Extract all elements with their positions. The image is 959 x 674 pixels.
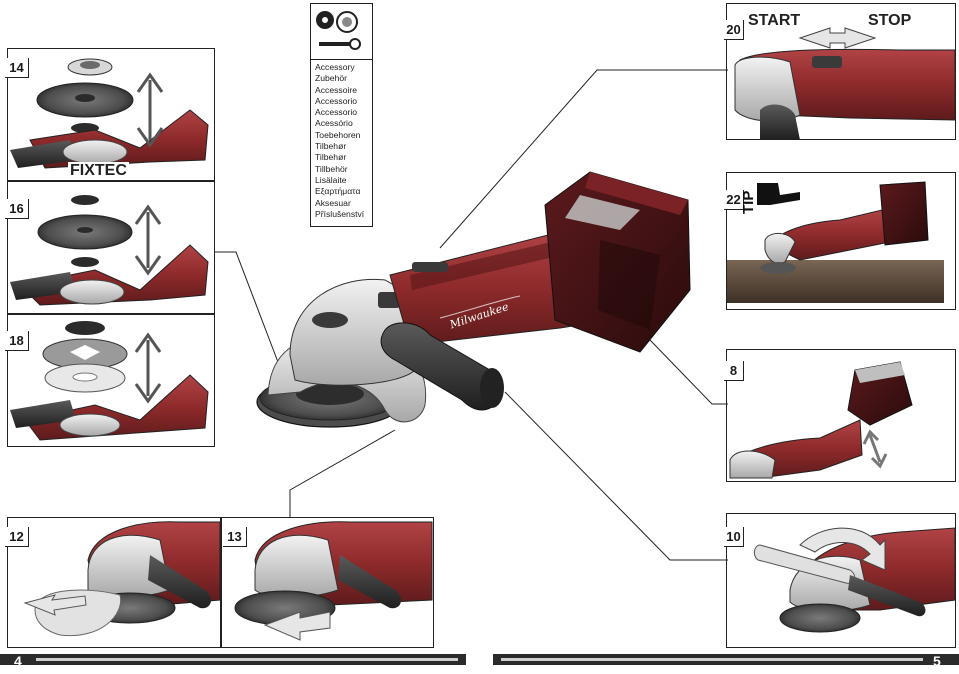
figure-number-12: 12 xyxy=(5,527,29,547)
fig13-art xyxy=(234,521,433,641)
figure-number-16: 16 xyxy=(5,199,29,219)
figure-18-panel xyxy=(7,314,215,447)
figure-number-20: 20 xyxy=(724,20,744,40)
leader-lines xyxy=(214,69,728,561)
lang-item: Tilbehør xyxy=(315,141,347,152)
lang-item: Accessorio xyxy=(315,107,358,118)
figure-13-panel xyxy=(221,517,434,648)
lang-item: Aksesuar xyxy=(315,197,351,208)
figure-number-14: 14 xyxy=(5,58,29,78)
lang-item: Acessório xyxy=(315,118,353,129)
lang-item: Accessorio xyxy=(315,95,358,106)
figure-20-panel xyxy=(726,3,956,140)
accessory-box: Accessory Zubehör Accessoire Accessorio … xyxy=(310,3,373,227)
lang-item: Tillbehör xyxy=(315,163,348,174)
start-label: START xyxy=(748,12,801,29)
lang-item: Toebehoren xyxy=(315,129,361,140)
fig12-art xyxy=(23,521,221,637)
figure-8-panel xyxy=(726,349,956,482)
figure-number-10: 10 xyxy=(724,527,744,547)
figure-22-panel xyxy=(726,172,956,310)
fig20-art xyxy=(734,27,956,140)
figure-number-8: 8 xyxy=(724,361,744,381)
page-number-right: 5 xyxy=(933,653,941,669)
figure-number-13: 13 xyxy=(223,527,247,547)
fig14-art xyxy=(10,58,209,169)
footer-bar-right xyxy=(493,654,959,665)
pointing-hand-icon xyxy=(757,183,800,205)
fig10-art xyxy=(753,527,956,633)
fig16-art xyxy=(10,195,209,306)
figure-10-panel xyxy=(726,513,956,648)
fixtec-label: FIXTEC xyxy=(68,162,129,180)
lang-item: Accessory xyxy=(315,62,355,72)
figure-number-22: 22 xyxy=(724,190,744,210)
lang-item: Příslušenství xyxy=(315,208,365,219)
figure-14-panel xyxy=(7,48,215,181)
accessory-icon-area xyxy=(311,4,372,60)
lang-item: Zubehör xyxy=(315,73,348,84)
accessory-language-list: Accessory Zubehör Accessoire Accessorio … xyxy=(315,62,364,220)
figure-16-panel xyxy=(7,181,215,314)
lang-item: Lisälaite xyxy=(315,174,347,185)
stop-label: STOP xyxy=(868,12,912,29)
lang-item: Εξαρτήματα xyxy=(315,186,361,197)
footer-bar-left xyxy=(0,654,466,665)
figure-number-18: 18 xyxy=(5,331,29,351)
fig8-art xyxy=(729,361,913,479)
figure-12-panel xyxy=(7,517,221,648)
fig22-art xyxy=(726,181,944,303)
central-grinder-illustration: Milwaukee xyxy=(256,171,691,428)
page-number-left: 4 xyxy=(14,653,22,669)
lang-item: Tilbehør xyxy=(315,152,347,163)
lang-item: Accessoire xyxy=(315,84,358,95)
wrench-and-disc-icon xyxy=(316,11,361,50)
fig18-art xyxy=(10,321,209,441)
tip-label: TIP xyxy=(740,190,757,214)
